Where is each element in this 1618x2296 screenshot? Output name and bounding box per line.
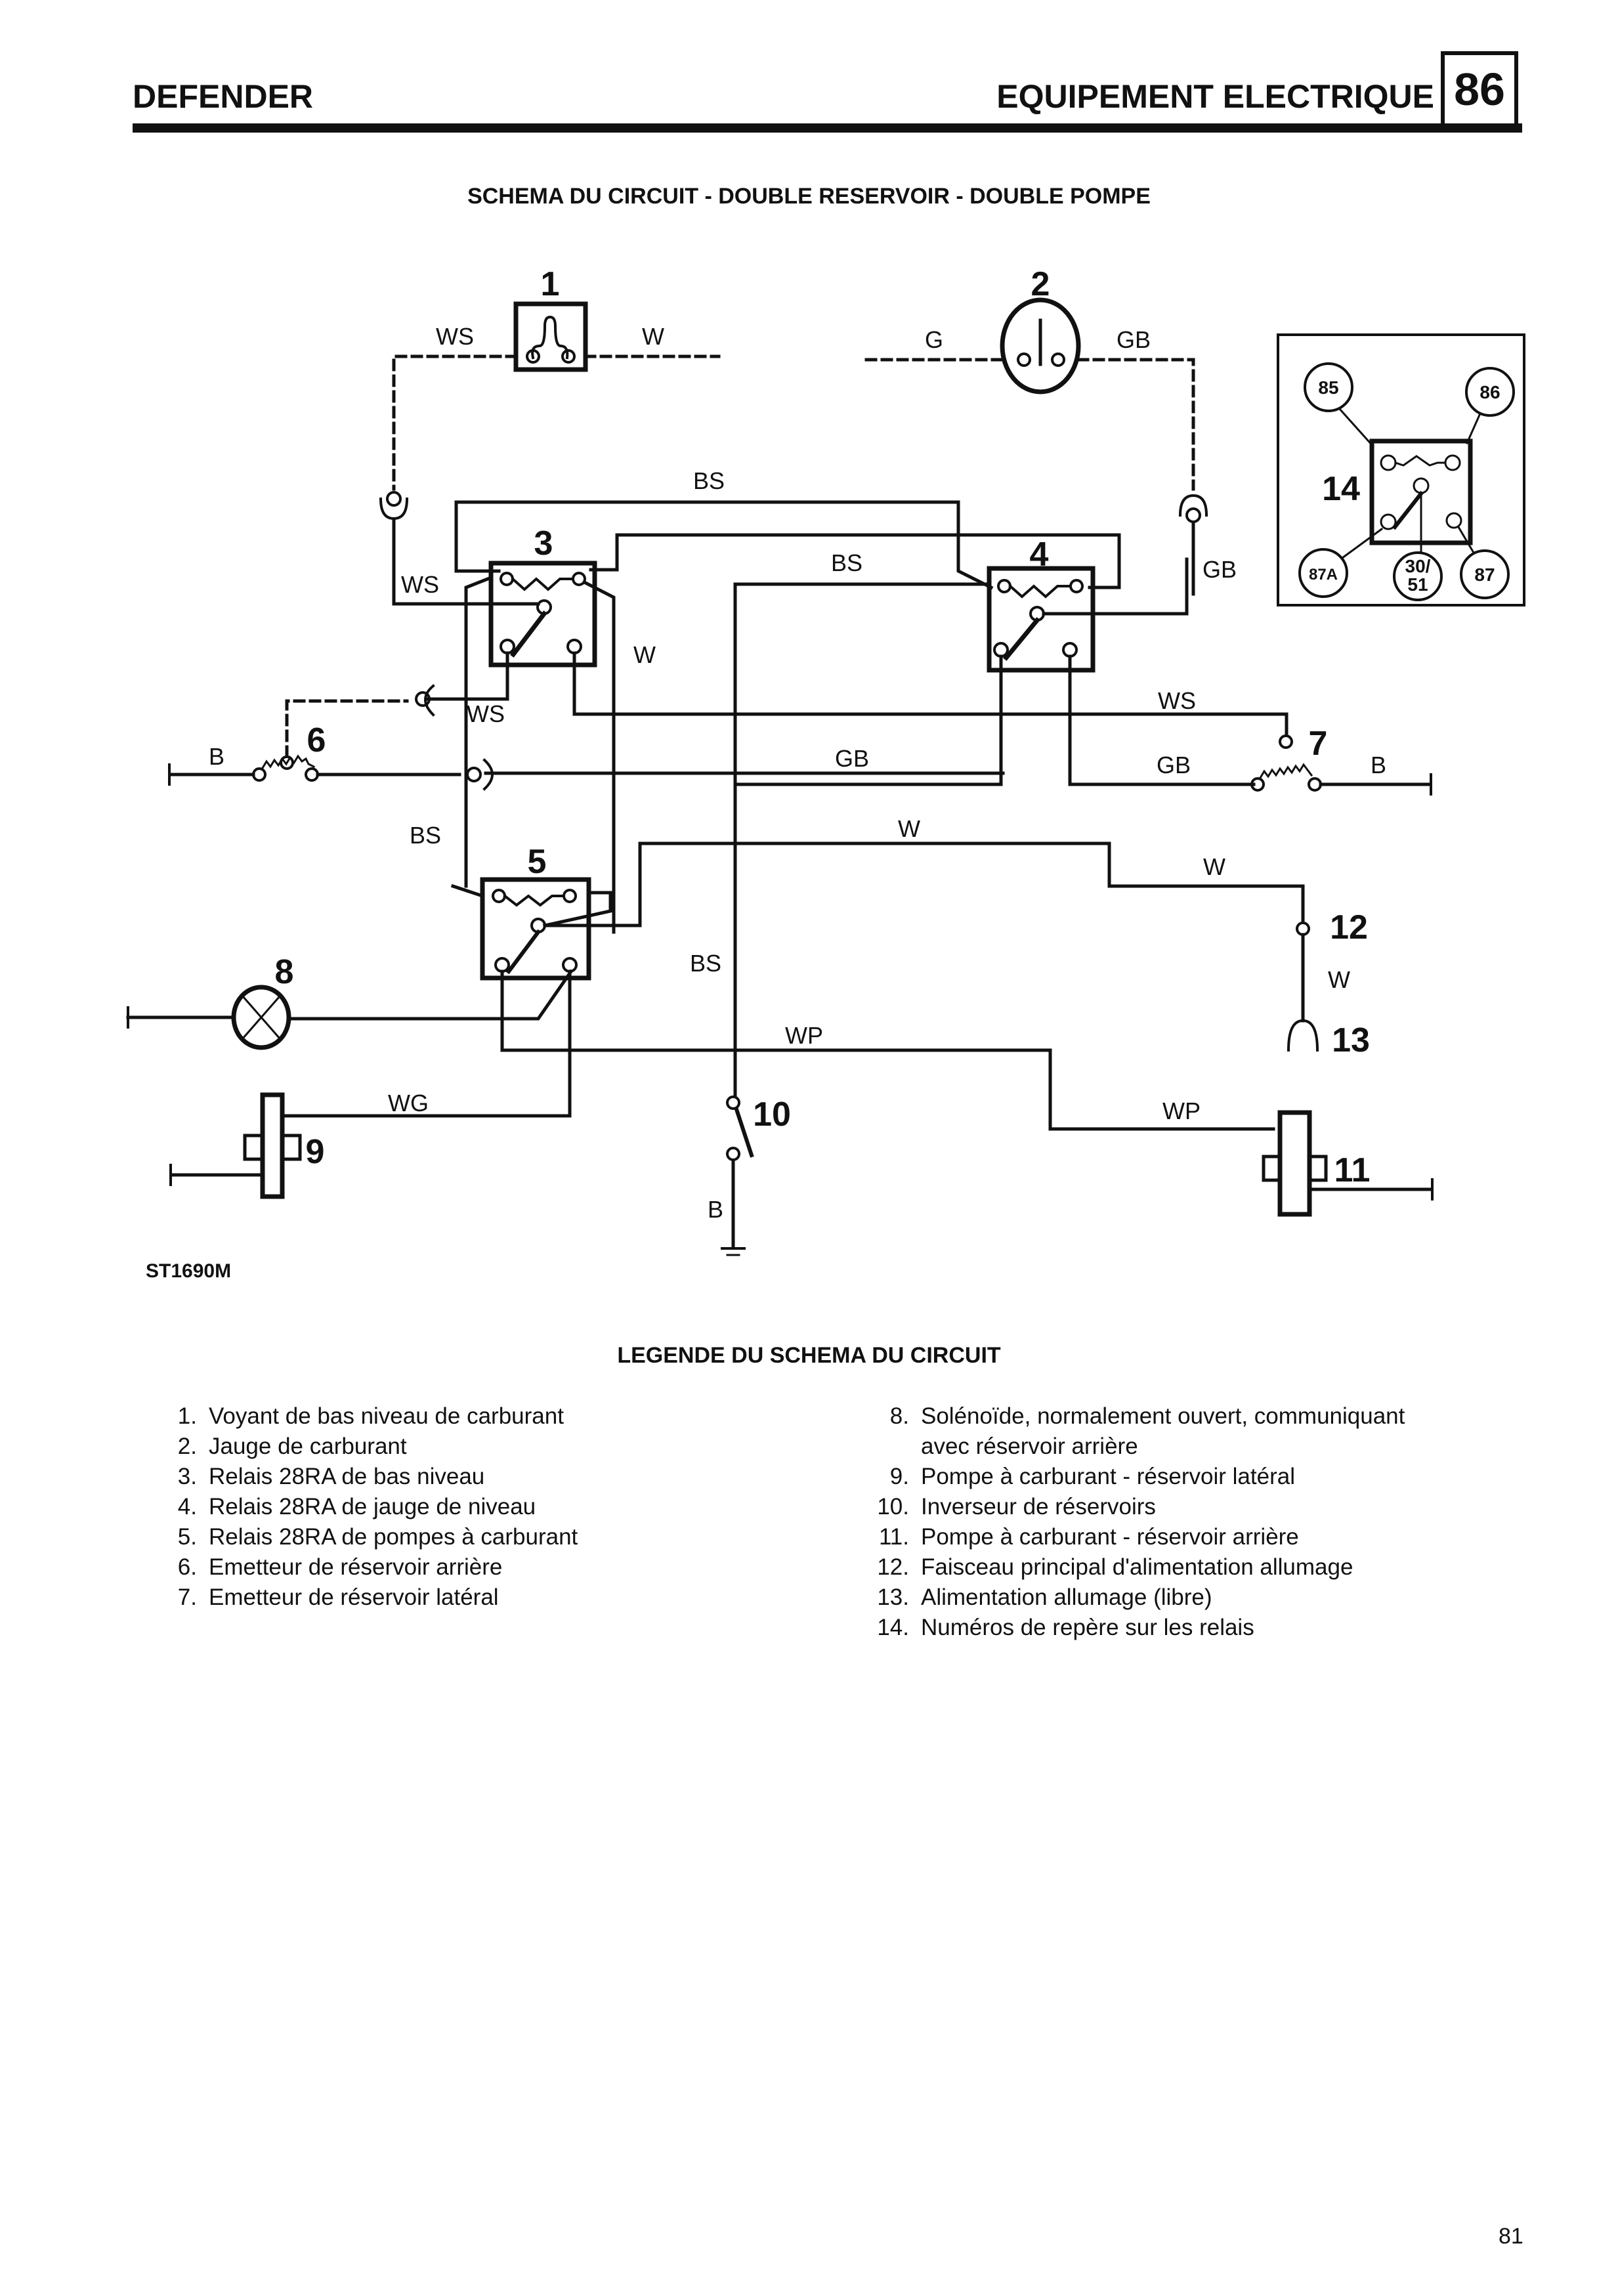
label-component-12: 12: [1330, 908, 1368, 946]
legend-item: 4.Relais 28RA de jauge de niveau: [177, 1494, 536, 1520]
legend-item: 10.Inverseur de réservoirs: [877, 1494, 1156, 1520]
legend-item: 12.Faisceau principal d'alimentation all…: [877, 1554, 1353, 1580]
header-rule: [133, 123, 1522, 133]
legend-left-column: 1.Voyant de bas niveau de carburant 2.Ja…: [158, 1401, 578, 1613]
header-section: EQUIPEMENT ELECTRIQUE: [996, 78, 1434, 115]
wire-label: BS: [410, 822, 441, 849]
relay-3: [488, 561, 597, 668]
relay-4: [987, 566, 1096, 673]
legend-item: 14.Numéros de repère sur les relais: [877, 1615, 1254, 1640]
label-component-6: 6: [307, 721, 326, 759]
wire-label: WS: [1158, 687, 1196, 714]
legend-item: 6.Emetteur de réservoir arrière: [177, 1554, 503, 1580]
component-8-solenoid: [231, 985, 291, 1050]
wire-label: B: [209, 743, 224, 770]
legend-item: 7.Emetteur de réservoir latéral: [177, 1584, 499, 1610]
label-component-11: 11: [1334, 1151, 1371, 1189]
wire-label: W: [633, 641, 656, 668]
component-11-rear-pump: [1262, 1110, 1328, 1217]
wire-label: W: [1328, 966, 1350, 993]
component-6-rear-tank-sender: [252, 754, 319, 782]
page-number: 81: [1499, 2224, 1523, 2249]
component-1-warning-lamp: [513, 301, 588, 372]
wire-label: BS: [693, 467, 725, 494]
pin-30: 30/: [1405, 556, 1431, 576]
relay-pin-legend: [1277, 333, 1525, 606]
diagram-reference: ST1690M: [146, 1260, 232, 1282]
pin-87: 87: [1474, 564, 1495, 585]
legend-item: 3.Relais 28RA de bas niveau: [177, 1464, 485, 1489]
label-component-1: 1: [541, 265, 560, 303]
label-component-10: 10: [753, 1095, 791, 1134]
wire-label: BS: [831, 549, 862, 576]
legend-item: 8.Solénoïde, normalement ouvert, communi…: [889, 1403, 1405, 1459]
wire-label: GB: [1117, 326, 1151, 353]
pin-87a: 87A: [1309, 566, 1338, 584]
wire-label: W: [898, 815, 920, 842]
wire-label: BS: [690, 950, 721, 977]
wire-label: B: [1371, 752, 1386, 778]
wire-label: G: [925, 326, 943, 353]
label-component-4: 4: [1030, 536, 1049, 574]
wire-label: WG: [388, 1090, 429, 1116]
pin-86: 86: [1480, 382, 1500, 402]
component-9-side-pump: [243, 1092, 302, 1199]
wire-label: WS: [401, 571, 439, 598]
wire-label: WP: [1162, 1097, 1201, 1124]
component-7-side-tank-sender: [1250, 734, 1322, 792]
wire-label: WP: [785, 1022, 823, 1049]
legend-title: LEGENDE DU SCHEMA DU CIRCUIT: [617, 1343, 1001, 1368]
legend-right-column: 8.Solénoïde, normalement ouvert, communi…: [860, 1401, 1405, 1643]
label-component-5: 5: [528, 843, 547, 881]
label-component-8: 8: [275, 953, 294, 991]
pin-51: 51: [1407, 574, 1428, 595]
section-number-badge: 86: [1441, 51, 1518, 125]
wiring-diagram: 1 2 3 4 5 6 7 8 9 10 11 12 13 14 85 86 8…: [126, 265, 1525, 1256]
legend-item: 2.Jauge de carburant: [177, 1434, 407, 1459]
legend-item: 5.Relais 28RA de pompes à carburant: [177, 1524, 578, 1550]
header-model: DEFENDER: [133, 78, 314, 115]
label-component-7: 7: [1309, 725, 1328, 763]
diagram-title: SCHEMA DU CIRCUIT - DOUBLE RESERVOIR - D…: [467, 184, 1151, 209]
label-component-13: 13: [1332, 1021, 1370, 1059]
legend-item: 1.Voyant de bas niveau de carburant: [177, 1403, 564, 1429]
wire-label: W: [642, 323, 664, 350]
legend-item: 11.Pompe à carburant - réservoir arrière: [878, 1524, 1299, 1550]
wire-label: WS: [436, 323, 474, 350]
legend-item: 13.Alimentation allumage (libre): [877, 1584, 1212, 1610]
label-component-9: 9: [306, 1133, 325, 1171]
wire-label: WS: [467, 700, 505, 727]
label-component-14: 14: [1322, 470, 1360, 508]
label-component-2: 2: [1031, 265, 1050, 303]
wire-label: W: [1203, 853, 1225, 880]
label-component-3: 3: [534, 524, 553, 563]
pin-85: 85: [1318, 377, 1338, 398]
legend-item: 9.Pompe à carburant - réservoir latéral: [889, 1464, 1295, 1489]
wire-label: GB: [1157, 752, 1191, 778]
component-2-fuel-gauge: [1000, 297, 1081, 394]
wire-label: B: [708, 1196, 723, 1223]
relay-5: [480, 877, 591, 981]
wire-label: GB: [1203, 556, 1237, 583]
wire-label: GB: [835, 745, 869, 772]
